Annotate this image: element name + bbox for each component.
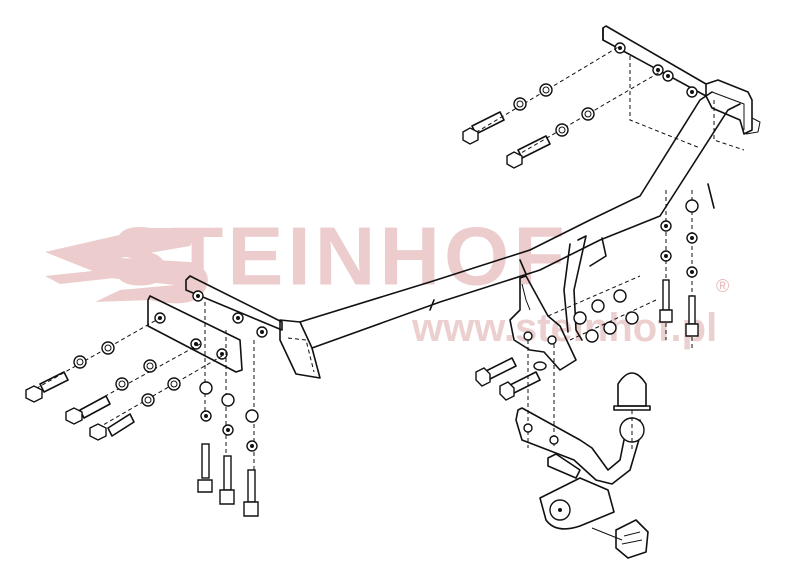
tow-ball [619, 410, 645, 450]
ball-cap [613, 372, 651, 411]
center-mounting-bracket [509, 235, 587, 448]
left-vertical-bolt-set [197, 381, 259, 517]
upper-bolt-set [462, 45, 661, 169]
left-bolt-set [25, 317, 223, 441]
left-mounting-plate [147, 275, 283, 500]
right-mounting-plate [602, 25, 761, 151]
socket-plate [539, 477, 615, 530]
ball-arm [515, 407, 641, 485]
socket-plug [591, 519, 649, 559]
center-bolt-set [475, 275, 657, 401]
right-vertical-bolt-set [659, 190, 699, 350]
crossbar [279, 91, 741, 379]
